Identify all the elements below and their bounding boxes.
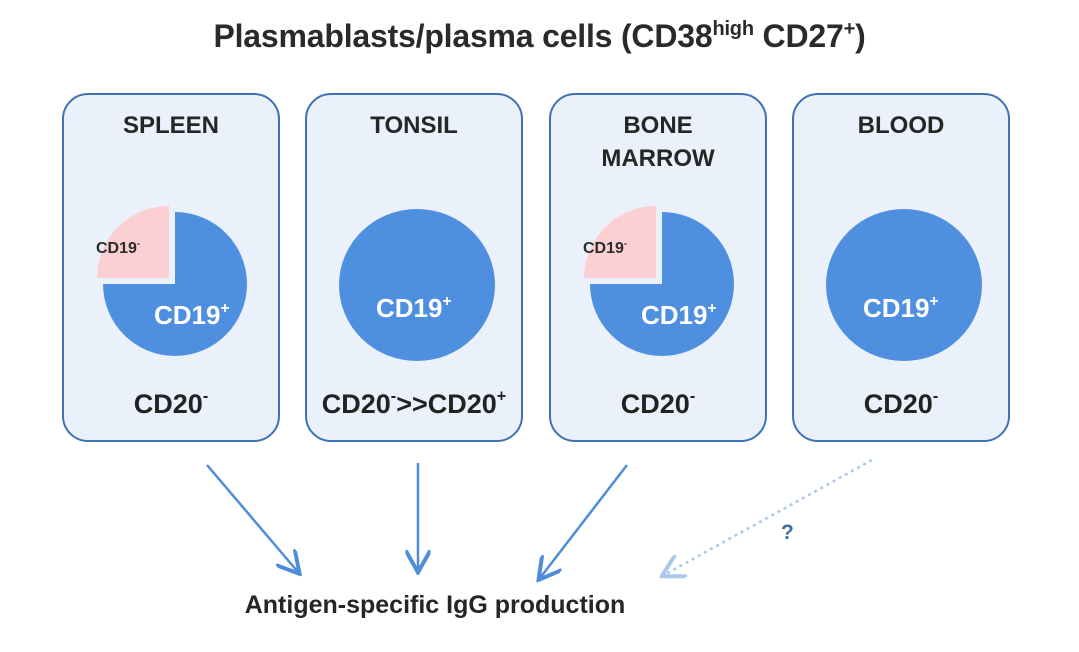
cd20-status: CD20->>CD20+ xyxy=(321,387,507,419)
footer-outcome: Antigen-specific IgG production xyxy=(244,591,626,619)
panel-title-line: SPLEEN xyxy=(122,112,220,139)
title-close-paren: ) xyxy=(855,18,866,54)
panel-bone-marrow: BONE MARROW CD19- CD19+ CD20- xyxy=(549,93,767,442)
panel-title: BLOOD xyxy=(794,109,1008,142)
uncertain-question-mark: ? xyxy=(781,521,794,544)
cd19-negative-label: CD19- xyxy=(583,238,628,257)
cd19-pie xyxy=(97,206,247,356)
cd19-negative-label: CD19- xyxy=(96,238,141,257)
panel-title: SPLEEN xyxy=(64,109,278,142)
cd19-pie xyxy=(584,206,734,356)
cd19-positive-slice xyxy=(590,212,734,356)
cd19-positive-slice xyxy=(339,209,495,361)
cd20-status: CD20- xyxy=(133,387,209,419)
title-sup-plus: + xyxy=(843,18,856,40)
cd19-pie xyxy=(339,209,495,361)
cd19-positive-label: CD19+ xyxy=(154,300,230,330)
arrow-spleen xyxy=(206,464,298,572)
cd20-status: CD20- xyxy=(863,387,939,419)
panel-title: BONE MARROW xyxy=(551,109,765,175)
cd19-positive-slice xyxy=(103,212,247,356)
arrow-blood-dotted xyxy=(664,458,873,575)
title-text-cd27: CD27 xyxy=(753,18,844,54)
cd19-positive-label: CD19+ xyxy=(863,293,939,323)
cd19-negative-slice xyxy=(97,206,169,278)
title-text: Plasmablasts/plasma cells (CD38 xyxy=(213,18,713,54)
title-sup-high: high xyxy=(712,18,754,40)
cd19-negative-slice xyxy=(584,206,656,278)
panel-title-line: MARROW xyxy=(601,145,715,172)
panel-title: TONSIL xyxy=(307,109,521,142)
panel-blood: BLOOD CD19+ CD20- xyxy=(792,93,1010,442)
panel-title-line: BONE xyxy=(623,112,693,139)
arrow-bone-marrow xyxy=(540,464,628,578)
cd19-positive-label: CD19+ xyxy=(641,300,717,330)
diagram-title: Plasmablasts/plasma cells (CD38high CD27… xyxy=(0,18,1079,55)
panel-tonsil: TONSIL CD19+ CD20->>CD20+ xyxy=(305,93,523,442)
panel-title-line: TONSIL xyxy=(370,112,458,139)
panel-title-line: BLOOD xyxy=(857,112,945,139)
cd19-positive-slice xyxy=(826,209,982,361)
panel-spleen: SPLEEN CD19- CD19+ CD20- xyxy=(62,93,280,442)
cd19-pie xyxy=(826,209,982,361)
cd20-status: CD20- xyxy=(620,387,696,419)
cd19-positive-label: CD19+ xyxy=(376,293,452,323)
